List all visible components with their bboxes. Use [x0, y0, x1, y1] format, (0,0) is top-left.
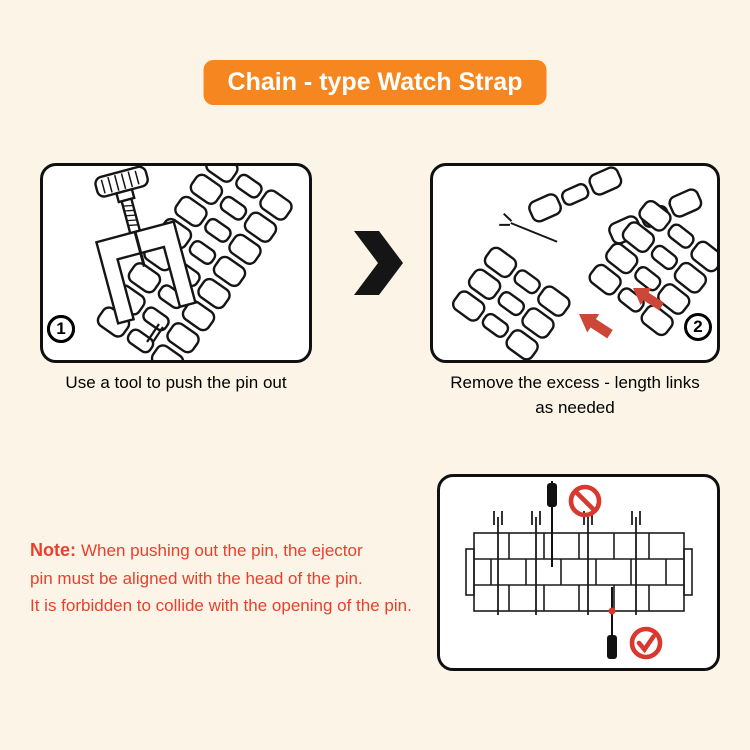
step2-caption: Remove the excess - length links as need… — [425, 371, 725, 420]
note-line-1: When pushing out the pin, the ejector — [81, 541, 363, 560]
ejector-pins — [493, 511, 641, 615]
link-remover-tool — [94, 166, 197, 325]
step1-caption: Use a tool to push the pin out — [65, 373, 287, 392]
no-entry-icon — [568, 484, 602, 518]
step2-number-badge: 2 — [684, 313, 712, 341]
chevron-right-icon — [352, 231, 404, 295]
watch-pin-bottom — [607, 587, 617, 659]
remove-links-illustration — [449, 166, 717, 360]
check-icon — [629, 626, 663, 660]
step1-number-badge: 1 — [47, 315, 75, 343]
pushed-out-pin — [146, 323, 164, 343]
note-label: Note: — [30, 540, 76, 560]
watch-pin-top — [547, 481, 557, 567]
page-title: Chain - type Watch Strap — [227, 68, 523, 96]
note-line-3: It is forbidden to collide with the open… — [30, 595, 412, 615]
pin-alignment-detail-panel — [437, 474, 720, 671]
pin-alignment-diagram — [465, 481, 693, 660]
step2-caption-line1: Remove the excess - length links — [450, 373, 700, 392]
note: Note: When pushing out the pin, the eject… — [30, 536, 470, 619]
link-direction-arrows-icon — [579, 288, 665, 339]
strap-lower-section — [449, 243, 574, 360]
strap-cross-section — [465, 532, 693, 612]
step1-panel — [40, 163, 312, 363]
step2-panel — [430, 163, 720, 363]
strap-pin — [499, 212, 558, 243]
title-banner: Chain - type Watch Strap — [203, 60, 547, 105]
removed-link-segment-a — [525, 166, 625, 225]
tool-pushing-pin-illustration — [93, 166, 296, 360]
step2-caption-line2: as needed — [535, 397, 615, 417]
note-line-2: pin must be aligned with the head of the… — [30, 568, 363, 588]
